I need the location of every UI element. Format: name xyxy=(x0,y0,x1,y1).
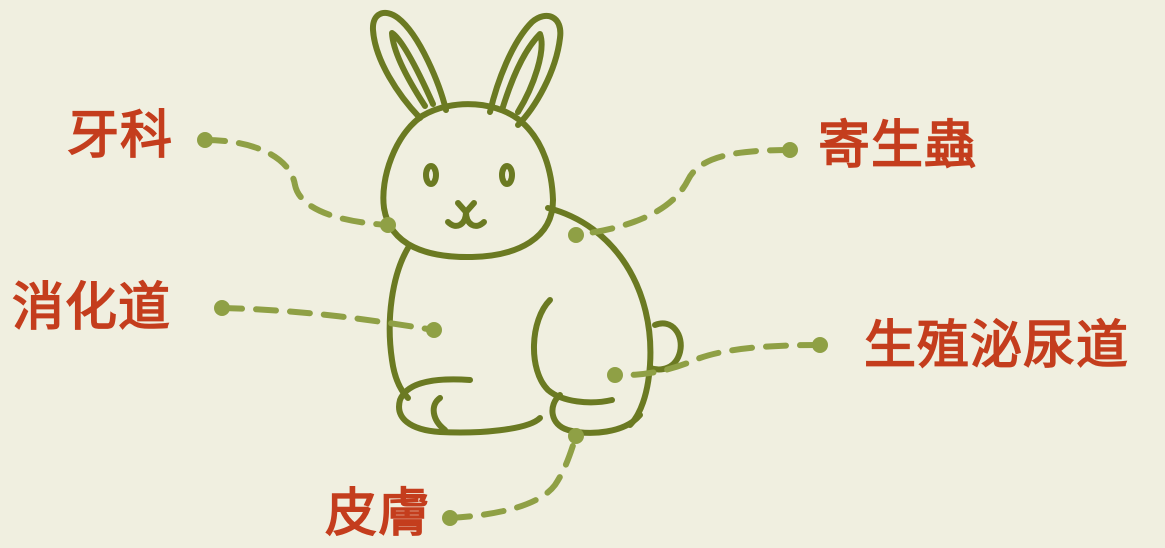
tail xyxy=(647,320,684,373)
connector-parasites xyxy=(573,147,793,238)
front-paw-toe xyxy=(430,395,448,433)
left-eye xyxy=(423,163,439,187)
dot-digestive-start xyxy=(426,322,442,338)
rabbit-icon xyxy=(370,9,684,436)
haunch xyxy=(530,297,615,406)
dot-digestive-end xyxy=(214,300,230,316)
head xyxy=(380,101,556,261)
left-ear xyxy=(370,9,449,121)
label-digestive-tract: 消化道 xyxy=(12,278,172,338)
label-skin: 皮膚 xyxy=(325,484,432,544)
dot-dentistry-end xyxy=(197,132,213,148)
dot-urogenital-end xyxy=(812,337,828,353)
dot-skin-end xyxy=(442,510,458,526)
connector-digestive xyxy=(219,305,437,333)
body xyxy=(386,245,411,401)
label-urogenital-tract: 生殖泌尿道 xyxy=(864,316,1130,376)
back xyxy=(545,205,654,428)
connector-dentistry xyxy=(202,137,391,228)
connector-dots xyxy=(197,132,828,526)
dot-parasites-end xyxy=(782,142,798,158)
dot-skin-start xyxy=(568,428,584,444)
dot-dentistry-start xyxy=(380,217,396,233)
right-eye xyxy=(499,163,515,187)
left-inner-ear xyxy=(389,30,436,109)
hind-foot xyxy=(549,392,643,436)
mouth xyxy=(445,200,487,229)
front-paw xyxy=(396,376,543,436)
right-ear xyxy=(487,12,564,128)
connector-skin xyxy=(447,433,579,521)
connectors xyxy=(202,137,823,521)
label-parasites: 寄生蟲 xyxy=(818,116,978,176)
label-dentistry: 牙科 xyxy=(67,106,174,166)
dot-parasites-start xyxy=(568,227,584,243)
connector-urogenital xyxy=(612,342,823,379)
right-inner-ear xyxy=(499,31,545,115)
dot-urogenital-start xyxy=(607,367,623,383)
